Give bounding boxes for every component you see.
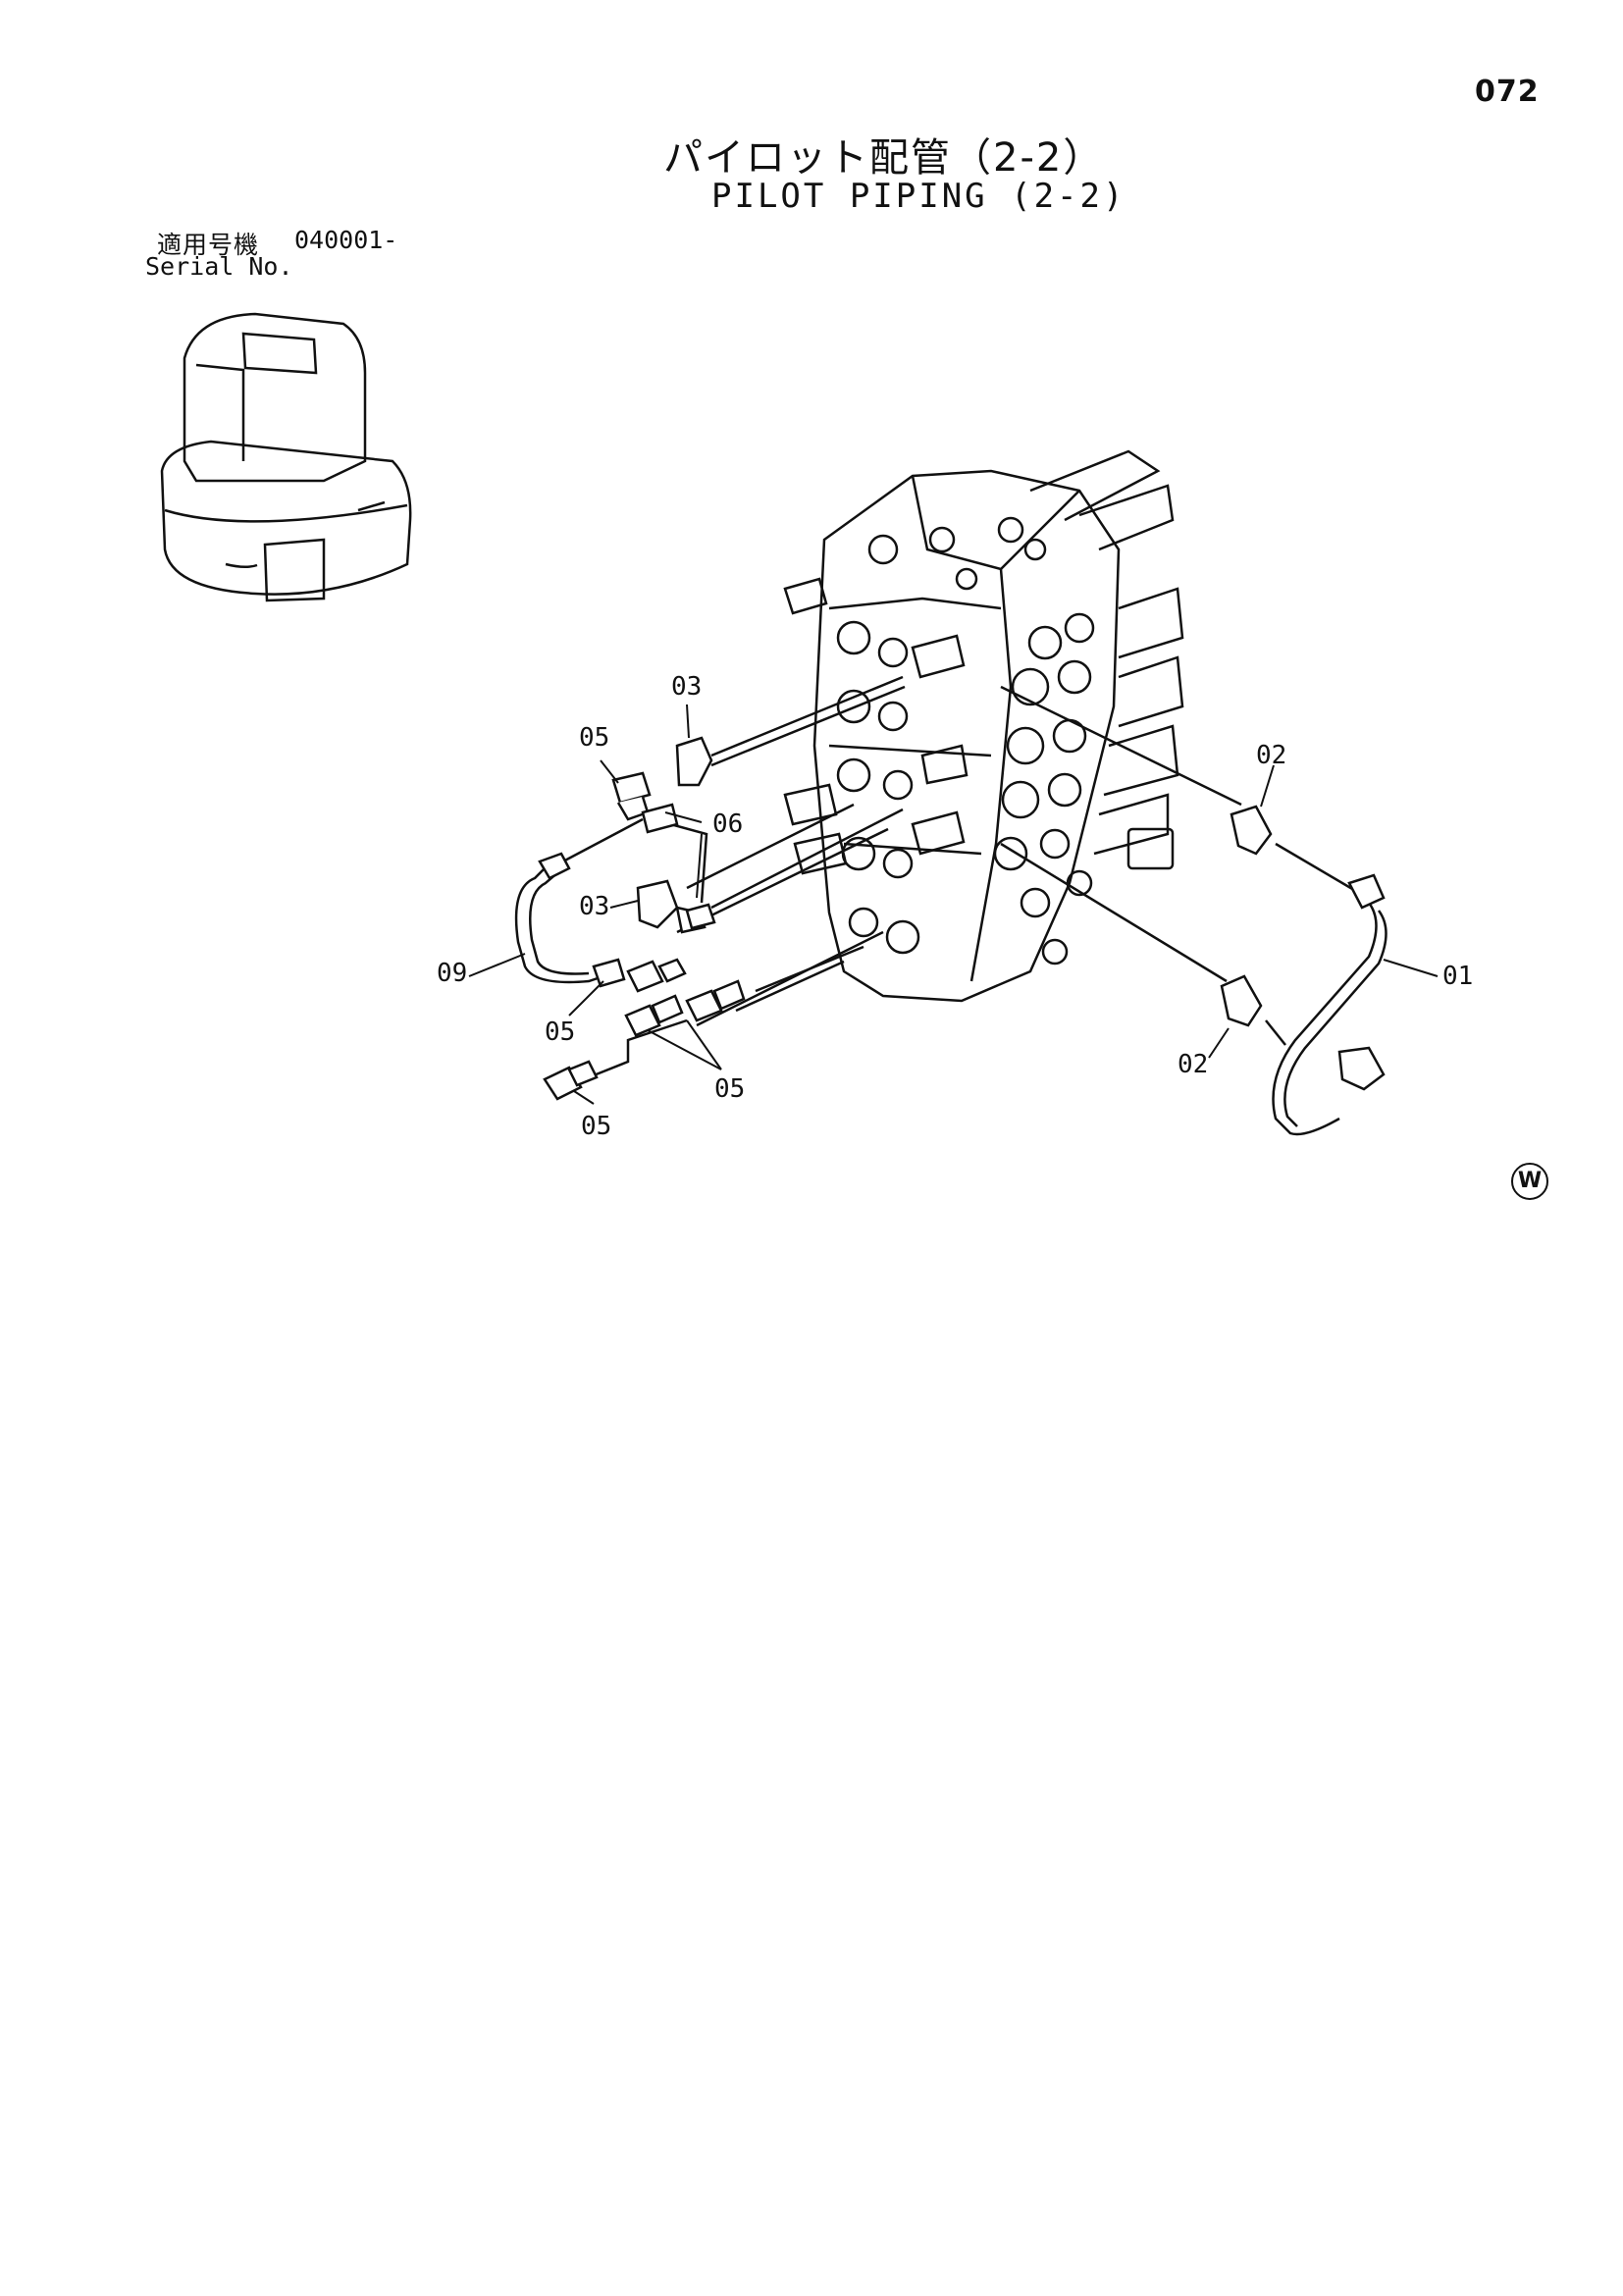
callout-05-left: 05 (545, 1018, 575, 1047)
serial-label-english: Serial No. (145, 252, 293, 281)
leader-lines (468, 704, 1439, 1105)
callout-03-lower: 03 (579, 892, 609, 921)
callout-05-pair: 05 (714, 1074, 745, 1104)
callout-09: 09 (437, 959, 467, 988)
page-number: 072 (1475, 75, 1540, 109)
fittings (538, 736, 1386, 1101)
connector-fitting-05-top (611, 771, 652, 805)
machine-thumbnail-icon (160, 312, 412, 602)
title-english: PILOT PIPING (2-2) (711, 177, 1126, 216)
watermark-circle-icon: W (1511, 1163, 1548, 1200)
callout-02-upper: 02 (1256, 741, 1286, 770)
union-fitting-02-upper (1230, 805, 1273, 856)
connector-fitting-05-mid (626, 960, 664, 993)
callout-02-lower: 02 (1178, 1050, 1208, 1079)
callout-06: 06 (712, 809, 743, 839)
union-fitting-02-lower (1220, 974, 1263, 1027)
serial-label-japanese: 適用号機 (157, 231, 260, 259)
callout-05-top: 05 (579, 723, 609, 753)
callout-05-bottom: 05 (581, 1112, 611, 1141)
connector-fitting-05-pair-b (685, 989, 723, 1022)
callout-labels: 03 05 06 03 09 05 05 05 02 02 01 (437, 672, 1473, 1141)
elbow-fitting-03-top (675, 736, 713, 787)
elbow-fitting-03-lower (636, 879, 679, 929)
callout-03-top: 03 (671, 672, 702, 702)
connector-fitting-05-pair-a (624, 1004, 661, 1037)
tee-fitting-06 (641, 803, 679, 834)
title-japanese: パイロット配管（2-2） (663, 135, 1105, 181)
serial-number-value: 040001- (294, 226, 398, 254)
control-valve-body (783, 449, 1184, 1003)
callout-01: 01 (1442, 962, 1473, 991)
